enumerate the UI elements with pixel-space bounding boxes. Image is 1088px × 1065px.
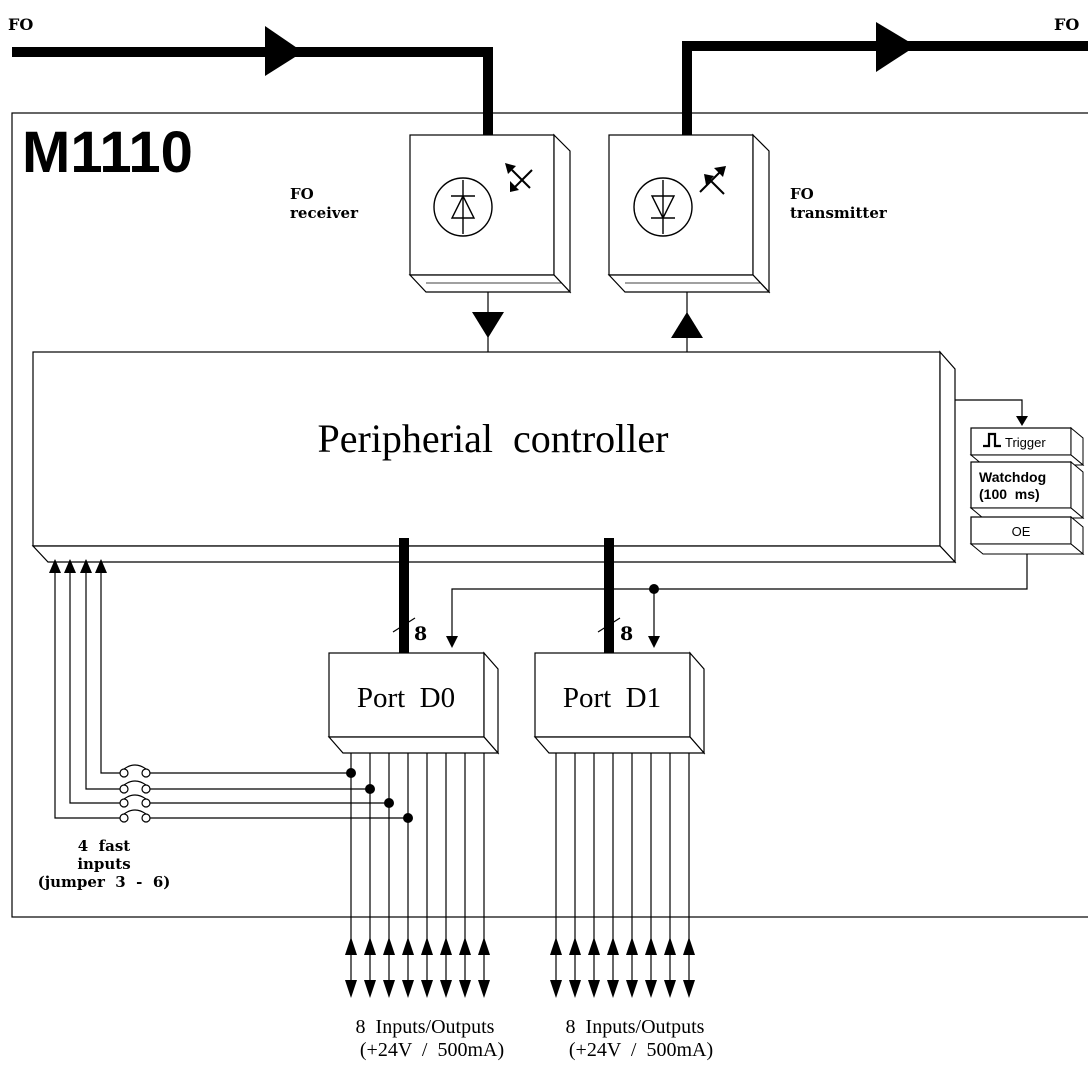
oe-enable-line [446, 554, 1028, 648]
trigger-label: Trigger [1005, 435, 1046, 450]
light-in-arrows-icon [505, 163, 533, 192]
fast-input-arrows [49, 559, 107, 573]
jumper-switch-icons [119, 764, 151, 823]
peripheral-controller-box [31, 350, 957, 564]
controller-label: Peripherial controller [318, 416, 669, 461]
light-out-arrows-icon [699, 166, 726, 195]
fo-input-label: FO [8, 15, 33, 34]
port-d1-box [533, 651, 706, 755]
fo-output-line [682, 22, 1088, 135]
fast-inputs-label-line1: 4 fast [78, 837, 130, 855]
junction-dot [649, 584, 659, 594]
oe-label: OE [1012, 524, 1031, 539]
fo-transmitter-label-line2: transmitter [790, 204, 888, 222]
port-d1-io-arrows [550, 937, 695, 998]
trigger-line [955, 399, 1028, 426]
receiver-to-controller-link [472, 292, 504, 352]
bus-d0 [392, 538, 416, 653]
photodiode-icon [433, 177, 493, 237]
port-d0-label: Port D0 [357, 682, 455, 714]
port-d0-io-arrows [345, 937, 490, 998]
io-d1-label-line2: (+24V / 500mA) [569, 1039, 713, 1061]
io-d0-label-line2: (+24V / 500mA) [360, 1039, 504, 1061]
fo-output-arrow [876, 22, 916, 72]
watchdog-label-line2: (100 ms) [979, 486, 1040, 502]
port-d0-box [327, 651, 500, 755]
bus-d0-width: 8 [414, 623, 427, 645]
pulse-icon [983, 432, 1001, 448]
controller-to-transmitter-link [671, 292, 703, 352]
fo-input-line [12, 26, 493, 135]
watchdog-block [969, 460, 1085, 520]
module-title: M1110 [22, 120, 193, 185]
fast-input-lines [54, 560, 408, 819]
led-icon [633, 177, 693, 237]
bus-d1-width: 8 [620, 623, 633, 645]
fast-input-junctions [346, 768, 413, 823]
fo-receiver-label-line2: receiver [290, 204, 359, 222]
io-d1-label-line1: 8 Inputs/Outputs [566, 1016, 705, 1038]
module-frame [11, 112, 1088, 918]
fast-inputs-label-line3: (jumper 3 - 6) [38, 873, 171, 891]
oe-block [969, 515, 1085, 556]
fo-transmitter-box [607, 133, 771, 294]
io-d0-label-line1: 8 Inputs/Outputs [356, 1016, 495, 1038]
watchdog-label-line1: Watchdog [979, 469, 1046, 485]
fast-inputs-label-line2: inputs [77, 855, 130, 873]
bus-d1 [597, 538, 621, 653]
port-d1-label: Port D1 [563, 682, 661, 714]
fo-receiver-box [408, 133, 572, 294]
fo-receiver-label-line1: FO [290, 185, 314, 203]
fo-input-arrow [265, 26, 303, 76]
fo-output-label: FO [1054, 15, 1079, 34]
port-d1-io-lines [555, 753, 690, 992]
fo-transmitter-label-line1: FO [790, 185, 814, 203]
